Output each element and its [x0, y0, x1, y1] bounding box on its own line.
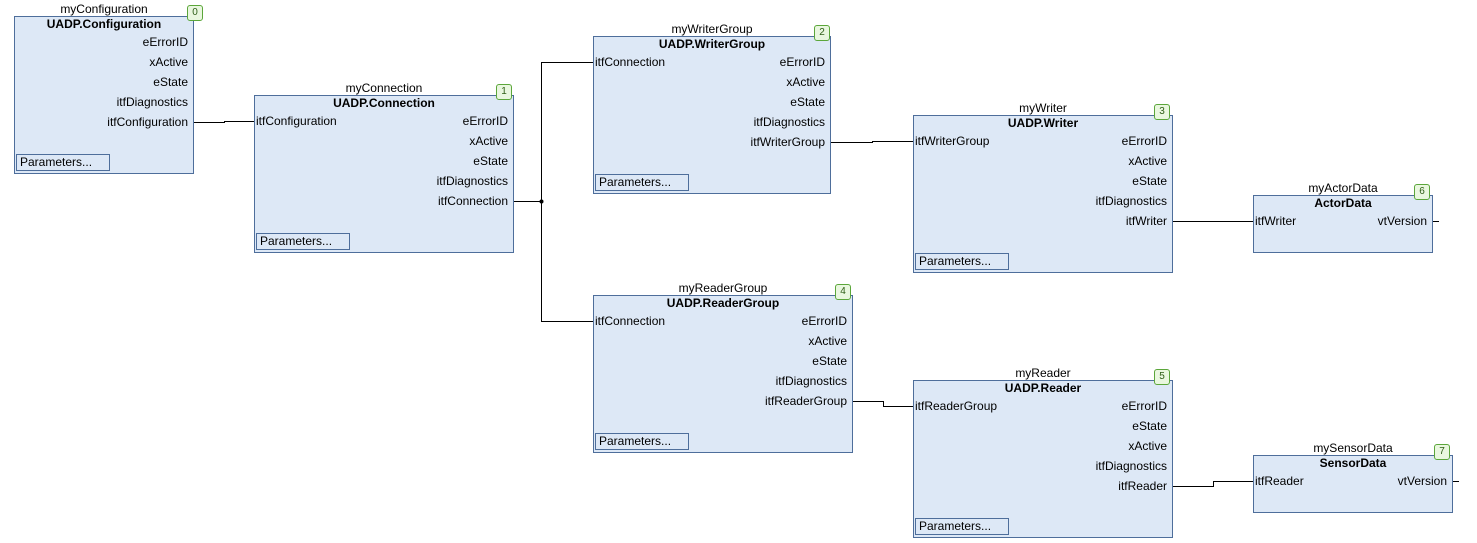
block-body[interactable] [593, 36, 831, 194]
output-pin-x-active[interactable]: xActive [1128, 154, 1167, 168]
execution-order-badge: 4 [835, 284, 851, 300]
input-pin-itf-writer-group[interactable]: itfWriterGroup [915, 134, 990, 148]
parameters-button[interactable]: Parameters... [595, 174, 689, 191]
output-pin-itf-diagnostics[interactable]: itfDiagnostics [753, 115, 825, 129]
connection-wire[interactable] [514, 201, 593, 322]
output-pin-itf-writer[interactable]: itfWriter [1125, 214, 1167, 228]
connection-wire[interactable] [831, 141, 913, 143]
instance-name[interactable]: myReaderGroup [678, 281, 768, 295]
output-pin-e-error-id[interactable]: eErrorID [462, 114, 508, 128]
output-pin-x-active[interactable]: xActive [149, 55, 188, 69]
output-pin-e-state[interactable]: eState [473, 154, 508, 168]
connection-wire[interactable] [514, 62, 593, 202]
output-pin-x-active[interactable]: xActive [786, 75, 825, 89]
output-pin-vt-version[interactable]: vtVersion [1377, 214, 1427, 228]
output-pin-e-state[interactable]: eState [153, 75, 188, 89]
input-pin-itf-connection[interactable]: itfConnection [595, 55, 666, 69]
block-type-name: UADP.ReaderGroup [666, 296, 780, 310]
output-pin-x-active[interactable]: xActive [469, 134, 508, 148]
output-pin-itf-reader-group[interactable]: itfReaderGroup [764, 394, 847, 408]
parameters-button[interactable]: Parameters... [16, 154, 110, 171]
input-pin-itf-writer[interactable]: itfWriter [1255, 214, 1297, 228]
connection-wire[interactable] [1173, 481, 1253, 487]
output-pin-itf-diagnostics[interactable]: itfDiagnostics [1095, 459, 1167, 473]
output-pin-e-error-id[interactable]: eErrorID [779, 55, 825, 69]
output-pin-e-error-id[interactable]: eErrorID [1121, 134, 1167, 148]
execution-order-badge: 3 [1154, 104, 1170, 120]
parameters-button[interactable]: Parameters... [595, 433, 689, 450]
instance-name[interactable]: myConfiguration [60, 2, 148, 16]
output-pin-itf-reader[interactable]: itfReader [1118, 479, 1167, 493]
instance-name[interactable]: myWriterGroup [671, 22, 753, 36]
block-body[interactable] [1253, 195, 1433, 253]
output-pin-itf-diagnostics[interactable]: itfDiagnostics [436, 174, 508, 188]
output-pin-itf-diagnostics[interactable]: itfDiagnostics [116, 95, 188, 109]
block-body[interactable] [593, 295, 853, 453]
connection-wire[interactable] [853, 401, 913, 407]
block-body[interactable] [913, 380, 1173, 538]
execution-order-badge: 7 [1434, 444, 1450, 460]
output-pin-itf-writer-group[interactable]: itfWriterGroup [750, 135, 825, 149]
instance-name[interactable]: myWriter [1019, 101, 1067, 115]
block-body[interactable] [913, 115, 1173, 273]
block-body[interactable] [254, 95, 514, 253]
output-pin-x-active[interactable]: xActive [1128, 439, 1167, 453]
output-pin-e-state[interactable]: eState [1132, 419, 1167, 433]
output-pin-vt-version[interactable]: vtVersion [1397, 474, 1447, 488]
parameters-button[interactable]: Parameters... [915, 253, 1009, 270]
execution-order-badge: 6 [1414, 184, 1430, 200]
execution-order-badge: 1 [496, 84, 512, 100]
output-pin-e-state[interactable]: eState [812, 354, 847, 368]
block-type-name: UADP.Connection [333, 96, 435, 110]
block-type-name: UADP.Writer [1007, 116, 1079, 130]
block-body[interactable] [14, 16, 194, 174]
block-type-name: UADP.Reader [1004, 381, 1082, 395]
execution-order-badge: 2 [814, 25, 830, 41]
connection-wire[interactable] [194, 121, 254, 123]
output-pin-e-error-id[interactable]: eErrorID [142, 35, 188, 49]
execution-order-badge: 5 [1154, 369, 1170, 385]
instance-name[interactable]: mySensorData [1313, 441, 1393, 455]
output-pin-itf-diagnostics[interactable]: itfDiagnostics [1095, 194, 1167, 208]
instance-name[interactable]: myConnection [345, 81, 423, 95]
input-pin-itf-reader-group[interactable]: itfReaderGroup [915, 399, 998, 413]
instance-name[interactable]: myReader [1015, 366, 1071, 380]
output-pin-e-error-id[interactable]: eErrorID [1121, 399, 1167, 413]
block-body[interactable] [1253, 455, 1453, 513]
output-pin-x-active[interactable]: xActive [808, 334, 847, 348]
output-pin-e-state[interactable]: eState [790, 95, 825, 109]
output-pin-itf-diagnostics[interactable]: itfDiagnostics [775, 374, 847, 388]
parameters-button[interactable]: Parameters... [256, 233, 350, 250]
input-pin-itf-reader[interactable]: itfReader [1255, 474, 1304, 488]
block-type-name: UADP.Configuration [46, 17, 162, 31]
output-pin-itf-configuration[interactable]: itfConfiguration [107, 115, 188, 129]
block-type-name: ActorData [1314, 196, 1372, 210]
input-pin-itf-configuration[interactable]: itfConfiguration [256, 114, 337, 128]
instance-name[interactable]: myActorData [1308, 181, 1378, 195]
block-type-name: UADP.WriterGroup [658, 37, 766, 51]
input-pin-itf-connection[interactable]: itfConnection [595, 314, 666, 328]
output-pin-e-state[interactable]: eState [1132, 174, 1167, 188]
output-pin-itf-connection[interactable]: itfConnection [437, 194, 508, 208]
wire-junction-dot [539, 199, 544, 204]
block-type-name: SensorData [1319, 456, 1387, 470]
execution-order-badge: 0 [187, 5, 203, 21]
output-pin-e-error-id[interactable]: eErrorID [801, 314, 847, 328]
parameters-button[interactable]: Parameters... [915, 518, 1009, 535]
